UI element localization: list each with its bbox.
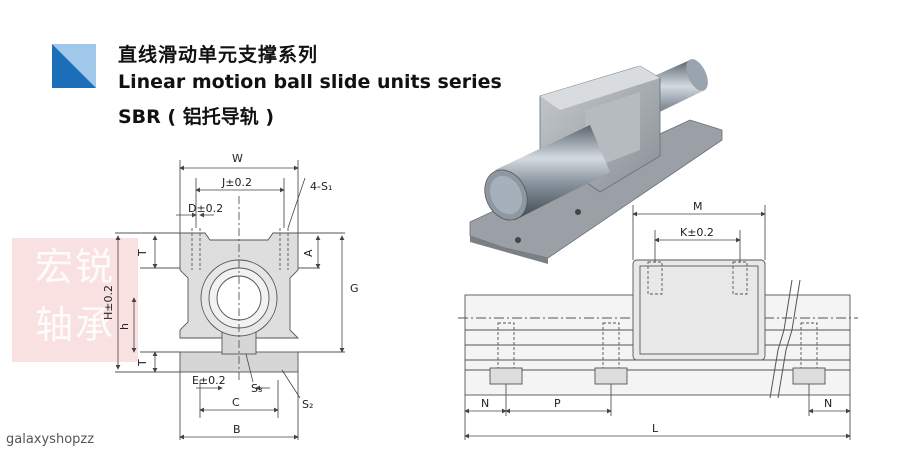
dim-T-bottom: T: [136, 359, 149, 367]
dim-S1: 4-S₁: [310, 180, 332, 193]
dim-W: W: [232, 152, 243, 165]
watermark-line2: 轴承: [34, 303, 115, 347]
model-title: SBR ( 铝托导轨 ): [118, 106, 275, 128]
dim-T-top: T: [136, 249, 149, 257]
dim-P: P: [554, 397, 561, 410]
dim-N-left: N: [481, 397, 489, 410]
dim-C: C: [232, 396, 240, 409]
dim-S3: S₃: [251, 382, 262, 395]
shop-watermark: galaxyshopzz: [6, 432, 95, 447]
watermark-line1: 宏锐: [34, 245, 115, 289]
title-chinese: 直线滑动单元支撑系列: [118, 44, 319, 66]
dim-E: E±0.2: [192, 374, 226, 387]
dim-M: M: [693, 200, 703, 213]
dim-K: K±0.2: [680, 226, 714, 239]
dim-L: L: [652, 422, 659, 435]
dim-h: h: [118, 323, 131, 330]
dim-G: G: [350, 282, 359, 295]
dim-A: A: [302, 249, 315, 257]
title-english: Linear motion ball slide units series: [118, 71, 502, 93]
dim-B: B: [233, 423, 241, 436]
dim-N-right: N: [824, 397, 832, 410]
dim-D: D±0.2: [188, 202, 223, 215]
dim-J: J±0.2: [221, 176, 252, 189]
dim-S2: S₂: [302, 398, 313, 411]
blue-triangle-icon: [52, 44, 96, 88]
dim-H: H±0.2: [102, 285, 115, 320]
